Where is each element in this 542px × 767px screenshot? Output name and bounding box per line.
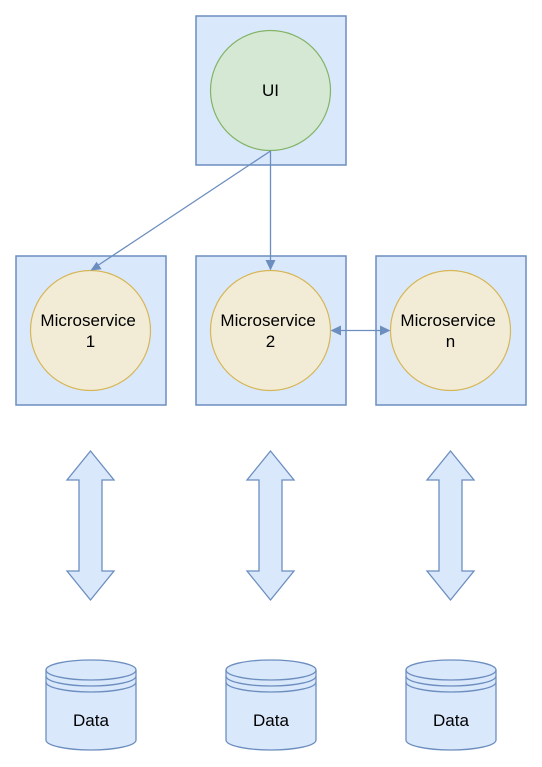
- edge-microservice-n-arrowhead-right: [380, 325, 391, 336]
- edge-ui-to-microservice-1-line: [96, 150, 271, 267]
- microservice-2-label-line1: Microservice: [220, 311, 315, 330]
- microservice-n-node: Microservice n: [375, 255, 527, 406]
- edge-ui-to-microservice-1: [90, 150, 271, 271]
- datastore-3-rim: [405, 669, 497, 693]
- microservice-1-label-line1: Microservice: [40, 311, 135, 330]
- microservice-2-node: Microservice 2: [195, 255, 347, 406]
- ui-label: UI: [262, 81, 279, 100]
- microservice-2-circle: [209, 269, 332, 392]
- edge-microservice-2-arrowhead-left: [330, 325, 341, 336]
- microservice-n-label-line2: n: [446, 332, 455, 351]
- microservice-n-label-line1: Microservice: [400, 311, 495, 330]
- datastore-1-body: [45, 659, 137, 751]
- edge-ui-to-microservice-2: [265, 151, 276, 271]
- microservice-1-circle: [29, 269, 152, 392]
- datastore-1-rim: [45, 669, 137, 693]
- datastore-3: Data: [405, 659, 497, 751]
- microservice-n-circle: [389, 269, 512, 392]
- microservice-2-label-line2: 2: [266, 332, 275, 351]
- edge-microservice-2-to-microservice-n: [330, 325, 391, 336]
- microservice-n-label: Microservice n: [400, 311, 500, 351]
- microservice-2-label: Microservice 2: [220, 311, 320, 351]
- edge-ui-to-microservice-1-arrowhead: [90, 261, 102, 271]
- datastore-2-rim: [225, 669, 317, 693]
- microservice-1-label: Microservice 1: [40, 311, 140, 351]
- double-arrow-2: [245, 449, 296, 602]
- datastore-3-label: Data: [433, 711, 469, 730]
- double-arrow-3: [425, 449, 476, 602]
- edge-ui-to-microservice-2-arrowhead: [265, 260, 276, 271]
- ui-node: UI: [195, 15, 347, 166]
- datastore-1-label: Data: [73, 711, 109, 730]
- double-arrow-1: [65, 449, 116, 602]
- microservice-1-node: Microservice 1: [15, 255, 167, 406]
- datastore-2-body: [225, 659, 317, 751]
- datastore-3-body: [405, 659, 497, 751]
- datastore-2: Data: [225, 659, 317, 751]
- datastore-1: Data: [45, 659, 137, 751]
- microservice-1-label-line2: 1: [86, 332, 95, 351]
- ui-circle: [209, 29, 332, 152]
- datastore-2-label: Data: [253, 711, 289, 730]
